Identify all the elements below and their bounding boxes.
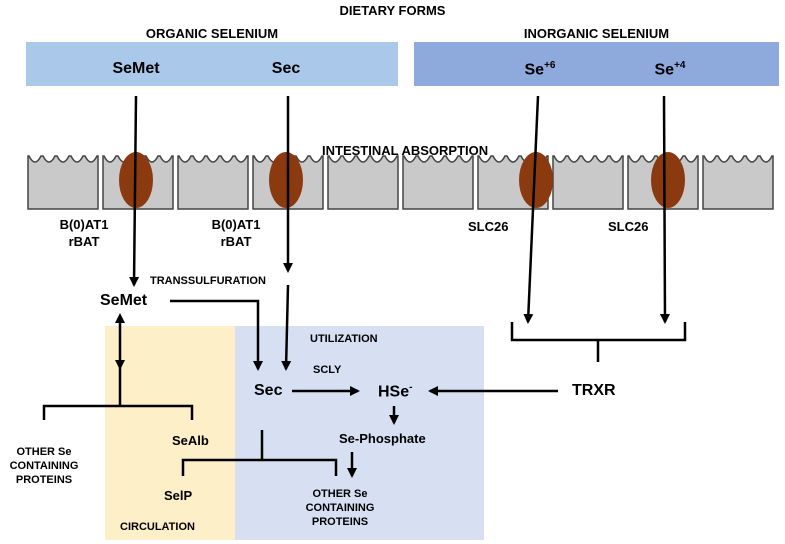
intestinal-cell: [177, 155, 249, 210]
transporter-2-line1: B(0)AT1: [211, 217, 261, 232]
circulation-label: CIRCULATION: [120, 521, 195, 533]
other-se-bottom-line3: PROTEINS: [311, 516, 369, 528]
organic-selenium-header: ORGANIC SELENIUM: [145, 26, 279, 41]
transporter-2-line2: rBAT: [220, 234, 252, 249]
se-phosphate-node: Se-Phosphate: [339, 431, 426, 446]
arrow-transsulfuration: [170, 299, 263, 371]
inorganic-selenium-band: [414, 42, 779, 86]
intestinal-cell: [27, 155, 99, 210]
other-se-bottom-line1: OTHER Se: [312, 488, 368, 500]
se4-sup: +4: [674, 60, 686, 71]
intestinal-cell: [702, 155, 774, 210]
scly-label: SCLY: [313, 364, 342, 376]
left-bracket: [42, 368, 194, 420]
selp-node: SelP: [164, 488, 193, 503]
intestinal-cell: [402, 155, 474, 210]
title-dietary-forms: DIETARY FORMS: [339, 3, 446, 18]
arrow-sec-utilization: [281, 284, 292, 371]
other-se-left-node: OTHER Se CONTAINING PROTEINS: [2, 445, 86, 487]
circulation-region: [105, 326, 235, 540]
se6-sup: +6: [544, 60, 556, 71]
arrow-se6-absorb: [523, 95, 540, 324]
utilization-label: UTILIZATION: [310, 333, 378, 345]
hse-sup: -: [409, 382, 413, 393]
sealb-node: SeAlb: [172, 433, 209, 448]
se4-base: Se: [654, 61, 675, 79]
other-se-left-line2: CONTAINING: [9, 460, 79, 472]
trxr-node: TRXR: [572, 382, 616, 399]
inorganic-selenium-header: INORGANIC SELENIUM: [523, 26, 670, 41]
utilization-region: [235, 326, 484, 540]
trxr-bracket: [510, 322, 687, 362]
arrow-semet-absorb: [129, 95, 140, 287]
transporter-1-line2: rBAT: [68, 234, 100, 249]
other-se-bottom-line2: CONTAINING: [305, 502, 375, 514]
bottom-bracket: [181, 430, 338, 476]
other-se-left-line3: PROTEINS: [15, 474, 73, 486]
intestinal-cell: [552, 155, 624, 210]
hse-node: HSe-: [378, 383, 412, 400]
other-se-left-line1: OTHER Se: [16, 446, 72, 458]
intestinal-cell: [327, 155, 399, 210]
transporter-3-label: SLC26: [468, 219, 509, 234]
transporter-3: [519, 152, 553, 208]
transporter-2-label: B(0)AT1 rBAT: [200, 216, 272, 250]
sec-dietary-label: Sec: [271, 60, 301, 77]
transporter-1-line1: B(0)AT1: [59, 217, 109, 232]
transsulfuration-label: TRANSSULFURATION: [150, 275, 266, 287]
sec-node: Sec: [254, 382, 283, 399]
hse-base: HSe: [378, 383, 410, 401]
transporter-1-label: B(0)AT1 rBAT: [48, 216, 120, 250]
intestinal-absorption-label: INTESTINAL ABSORPTION: [322, 143, 489, 158]
transporter-4-label: SLC26: [608, 219, 649, 234]
semet-node: SeMet: [100, 292, 148, 309]
semet-dietary-label: SeMet: [112, 60, 160, 77]
transporter-4: [651, 152, 685, 208]
transporter-2: [269, 152, 303, 208]
se4-dietary-label: Se+4: [630, 61, 710, 78]
se6-base: Se: [524, 61, 545, 79]
arrow-se4-absorb: [659, 95, 670, 324]
other-se-bottom-node: OTHER Se CONTAINING PROTEINS: [296, 487, 384, 529]
se6-dietary-label: Se+6: [500, 61, 580, 78]
organic-selenium-band: [26, 42, 398, 86]
